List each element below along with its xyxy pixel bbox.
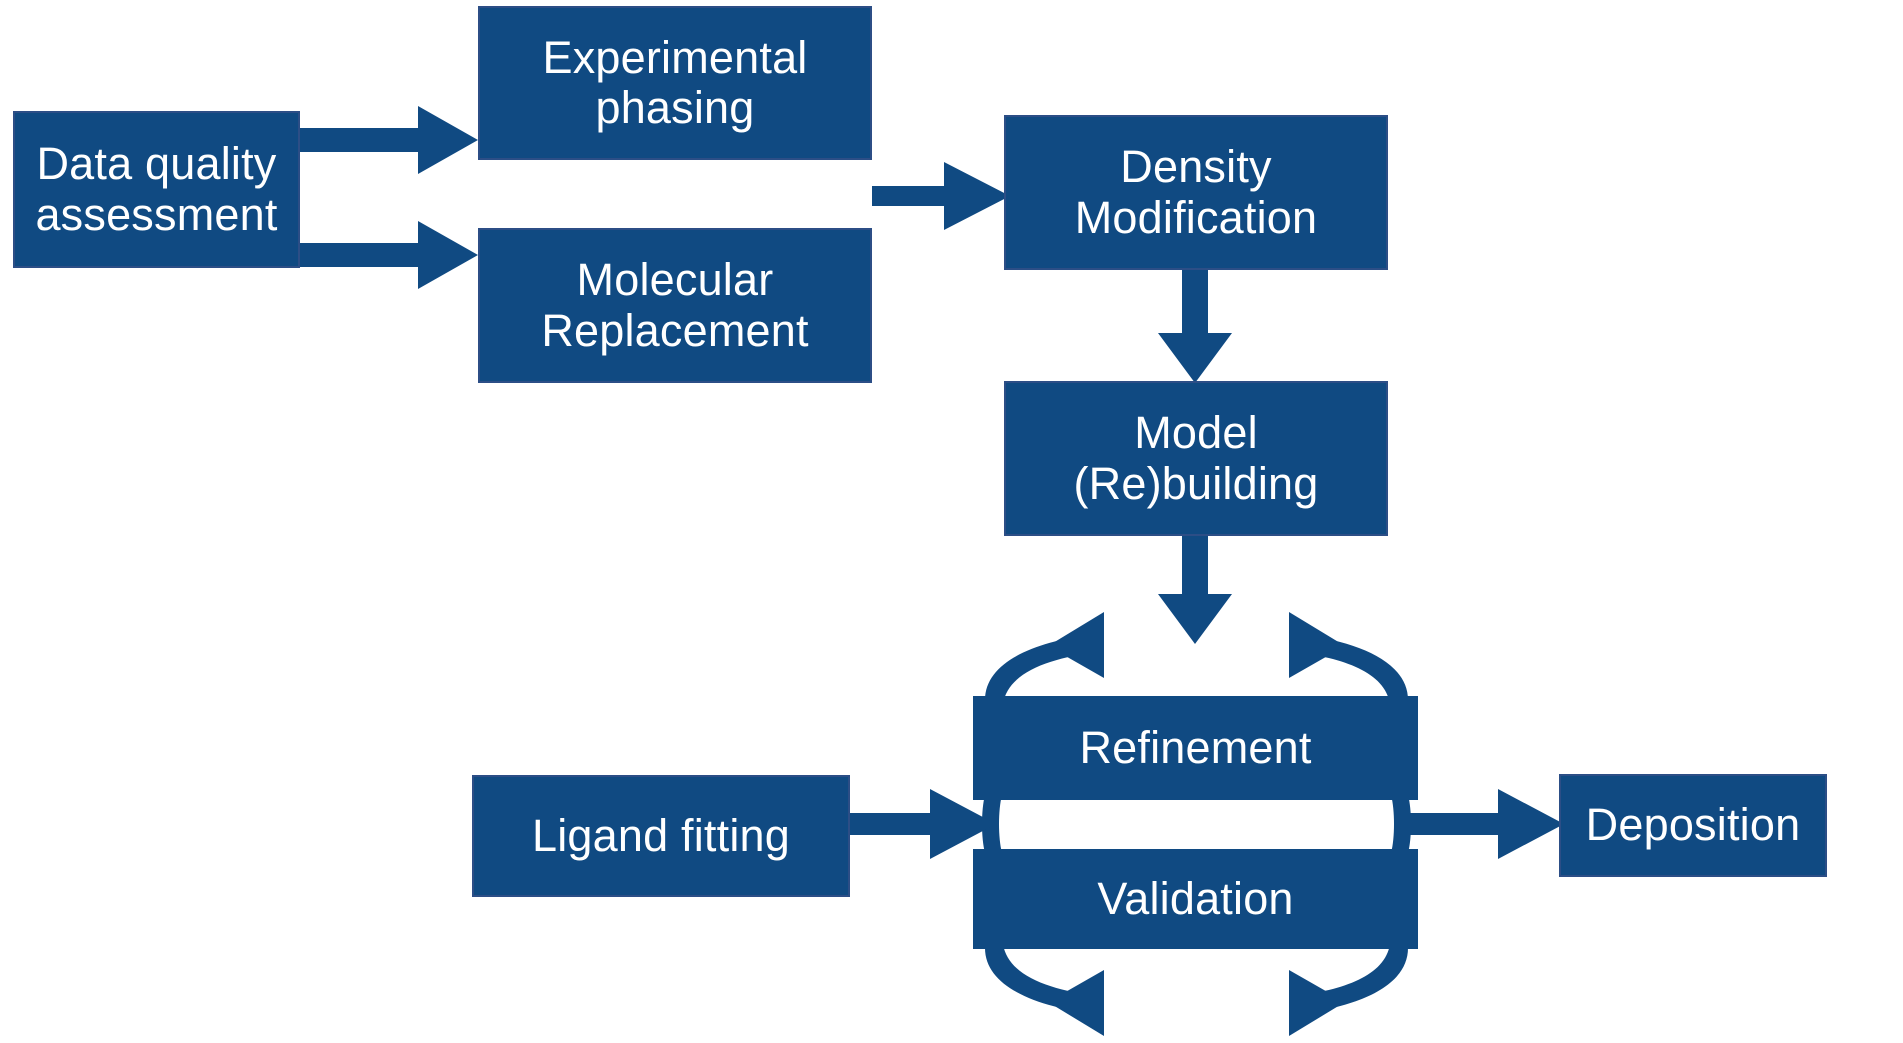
arrow-model-to-refinement: [1158, 536, 1232, 644]
arrow-density-modification-to-model: [1158, 270, 1232, 383]
arrow-phasing-to-density-modification: [872, 162, 1010, 230]
arrow-dqa-to-experimental-phasing: [298, 106, 478, 174]
cycle-arrowhead-bottom-right: [1289, 970, 1345, 1036]
cycle-ring-right: [1391, 795, 1411, 853]
arrow-refinement-to-deposition: [1396, 789, 1564, 859]
node-refinement[interactable]: Refinement: [973, 696, 1418, 800]
cycle-arc-bottom-right: [1295, 944, 1408, 1014]
node-ligand-fitting[interactable]: Ligand fitting: [472, 775, 850, 897]
node-validation[interactable]: Validation: [973, 849, 1418, 949]
node-molecular-replacement[interactable]: Molecular Replacement: [478, 228, 872, 383]
cycle-arrowhead-top-left: [1048, 612, 1104, 678]
node-model-rebuilding[interactable]: Model (Re)building: [1004, 381, 1388, 536]
cycle-arc-top-right: [1295, 634, 1408, 704]
node-data-quality-assessment[interactable]: Data quality assessment: [13, 111, 300, 268]
cycle-ring-left: [982, 795, 1002, 853]
node-deposition[interactable]: Deposition: [1559, 774, 1827, 877]
cycle-arrowhead-bottom-left: [1048, 970, 1104, 1036]
arrow-dqa-to-molecular-replacement: [298, 221, 478, 289]
cycle-arc-bottom-left: [985, 944, 1098, 1014]
cycle-arrowhead-top-right: [1289, 612, 1345, 678]
node-experimental-phasing[interactable]: Experimental phasing: [478, 6, 872, 160]
cycle-arc-top-left: [985, 634, 1098, 704]
node-density-modification[interactable]: Density Modification: [1004, 115, 1388, 270]
